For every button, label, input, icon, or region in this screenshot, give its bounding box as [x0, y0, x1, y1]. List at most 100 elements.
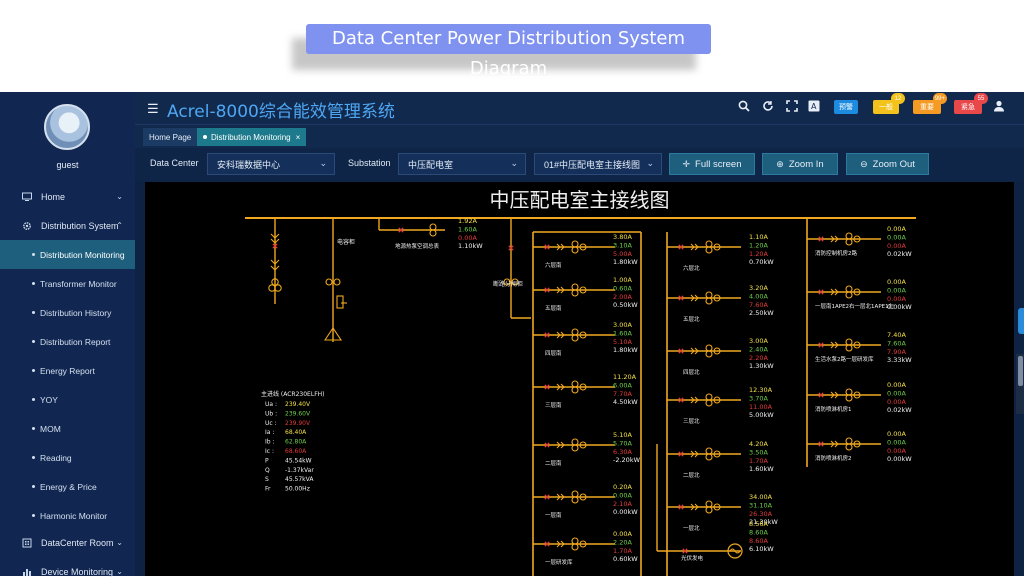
sidebar-subitem-label: Energy & Price — [40, 481, 97, 492]
main-meter-value: 239.90V — [285, 420, 311, 427]
main-meter-key: Ub : — [265, 410, 277, 417]
feeder-value: 1.20A — [749, 241, 768, 249]
button-label: Zoom Out — [872, 158, 915, 170]
feeder-name: 一层南1APE2右一层北1APE1左 — [815, 302, 895, 310]
ct-icon — [571, 543, 579, 551]
button-label: Zoom In — [788, 158, 824, 170]
zoom-out-icon: ⊖ — [860, 158, 868, 169]
user-icon[interactable] — [992, 100, 1006, 115]
feeder-value: 6.10kW — [749, 545, 774, 553]
ct-icon — [271, 278, 279, 286]
ct-icon — [571, 496, 579, 504]
fullscreen-icon[interactable] — [785, 100, 799, 115]
data-center-select[interactable]: 安科瑞数据中心⌄ — [207, 153, 335, 175]
sidebar-subitem-harmonic-monitor[interactable]: Harmonic Monitor — [0, 501, 135, 530]
zoom-out-button[interactable]: ⊖ Zoom Out — [846, 153, 929, 175]
badge-warning[interactable]: 预警 — [834, 100, 858, 114]
sidebar-subitem-yoy[interactable]: YOY — [0, 385, 135, 414]
sidebar-subitem-transformer-monitor[interactable]: Transformer Monitor — [0, 269, 135, 298]
feeder-value: 1.60kW — [749, 465, 774, 473]
sidebar-subitem-reading[interactable]: Reading — [0, 443, 135, 472]
feeder-name: 消防喷淋机房2 — [815, 454, 852, 462]
ct-icon — [713, 450, 721, 458]
ct-icon — [429, 223, 437, 231]
sidebar-item-distribution-system[interactable]: Distribution System ⌃ — [0, 211, 135, 240]
switch-icon — [830, 341, 839, 349]
ct-icon — [713, 347, 721, 355]
bullet-icon — [32, 427, 35, 430]
ct-icon — [845, 388, 853, 396]
generator-wave — [729, 548, 741, 554]
ct-icon — [853, 341, 861, 349]
feeder-value: 5.10A — [613, 431, 632, 439]
ct-icon — [429, 229, 437, 237]
sidebar-subitem-mom[interactable]: MOM — [0, 414, 135, 443]
translate-icon[interactable]: A — [807, 100, 821, 115]
feeder-value: 3.70A — [749, 394, 768, 402]
diagram-select[interactable]: 01#中压配电室主接线图⌄ — [534, 153, 662, 175]
zoom-in-button[interactable]: ⊕Zoom In — [762, 153, 838, 175]
tab-distribution-monitoring[interactable]: Distribution Monitoring× — [197, 128, 307, 146]
sidebar-subitem-label: Energy Report — [40, 365, 95, 376]
sidebar-item-home[interactable]: Home ⌄ — [0, 182, 135, 211]
ct-icon — [571, 490, 579, 498]
refresh-icon[interactable] — [761, 100, 775, 115]
sidebar-subitem-energy-price[interactable]: Energy & Price — [0, 472, 135, 501]
badge-count: 12 — [891, 93, 905, 104]
main-meter-key: Fr — [265, 486, 271, 493]
main-meter-key: Ic : — [265, 448, 274, 455]
ct-icon — [579, 540, 587, 548]
switch-icon — [270, 259, 280, 271]
single-line-diagram: 电容柜地源热泵空调总表1.92A1.60A0.00A1.10kW断路分闸柜主进线… — [245, 217, 916, 576]
chevron-down-icon: ⌄ — [510, 158, 518, 168]
feeder-value: 1.60A — [613, 329, 632, 337]
ct-icon — [713, 294, 721, 302]
sidebar-subitem-energy-report[interactable]: Energy Report — [0, 356, 135, 385]
data-center-label: Data Center — [150, 158, 199, 168]
ct-icon — [571, 537, 579, 545]
generator-icon — [727, 543, 743, 559]
sidebar-subitem-distribution-report[interactable]: Distribution Report — [0, 327, 135, 356]
feeder-value: 0.00A — [887, 398, 906, 406]
sidebar-subitem-distribution-monitoring[interactable]: Distribution Monitoring — [0, 240, 135, 269]
feeder-value: 0.60A — [613, 284, 632, 292]
scrollbar-thumb[interactable] — [1018, 356, 1023, 386]
switch-icon — [690, 450, 699, 458]
main-meter-key: Ia : — [265, 429, 274, 436]
full-screen-button[interactable]: ✛Full screen — [669, 153, 755, 175]
feeder-name: 四层北 — [683, 368, 700, 376]
ct-icon — [571, 386, 579, 394]
search-icon[interactable] — [737, 100, 751, 115]
switch-icon — [556, 331, 565, 339]
menu-toggle-icon[interactable]: ☰ — [147, 101, 159, 116]
tab-home-page[interactable]: Home Page — [143, 128, 198, 146]
feeder-value: 0.50kW — [613, 301, 638, 309]
ct-icon — [571, 328, 579, 336]
bullet-icon — [32, 369, 35, 372]
substation-select[interactable]: 中压配电室⌄ — [398, 153, 526, 175]
feeder-name: 一层南 — [545, 511, 562, 519]
feeder-value: 2.20A — [613, 538, 632, 546]
feeder-name: 消防控制机房2路 — [815, 249, 857, 257]
main-meter-key: Ib : — [265, 439, 275, 446]
feeder-name: 一层北 — [683, 524, 700, 532]
feeder-name: 消防喷淋机房1 — [815, 405, 852, 413]
ct-icon — [713, 243, 721, 251]
ct-icon — [571, 444, 579, 452]
diagram-title: 中压配电室主接线图 — [489, 188, 670, 212]
ct-icon — [571, 380, 579, 388]
side-panel-tab[interactable] — [1018, 308, 1024, 334]
sidebar-item-datacenter-room[interactable]: DataCenter Room ⌄ — [0, 528, 135, 557]
caption-title: Data Center Power Distribution System Di… — [306, 24, 711, 79]
sidebar-item-device-monitoring[interactable]: Device Monitoring ⌄ — [0, 557, 135, 586]
svg-text:A: A — [811, 102, 817, 111]
sidebar-subitem-distribution-history[interactable]: Distribution History — [0, 298, 135, 327]
ct-icon — [705, 344, 713, 352]
ct-icon — [571, 438, 579, 446]
close-icon[interactable]: × — [295, 132, 301, 142]
avatar[interactable] — [44, 104, 90, 150]
switch-icon — [830, 440, 839, 448]
